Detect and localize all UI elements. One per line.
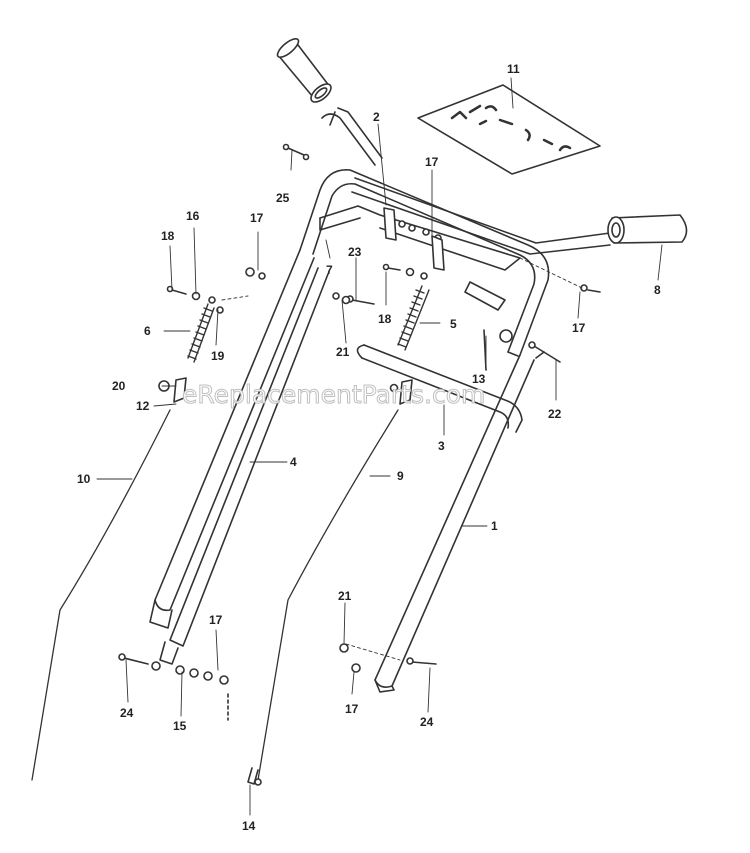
watermark-text: eReplacementParts.com bbox=[181, 380, 486, 410]
callout-20: 20 bbox=[112, 379, 126, 393]
leader-lines bbox=[96, 77, 663, 816]
callout-13: 13 bbox=[472, 372, 486, 386]
callout-17: 17 bbox=[425, 155, 439, 169]
spring-6 bbox=[187, 303, 215, 363]
lower-handle-left bbox=[149, 249, 329, 665]
right-grip bbox=[607, 214, 688, 244]
callout-1: 1 bbox=[491, 519, 498, 533]
cable-10 bbox=[31, 409, 171, 781]
hardware bbox=[118, 143, 601, 786]
callout-11: 11 bbox=[507, 62, 520, 76]
callout-21: 21 bbox=[336, 345, 350, 359]
lower-handle-right bbox=[374, 351, 535, 693]
callout-15: 15 bbox=[173, 719, 187, 733]
upper-bracket bbox=[319, 205, 521, 311]
handlebar-tube bbox=[299, 107, 611, 356]
callout-17: 17 bbox=[572, 321, 586, 335]
callout-2: 2 bbox=[373, 110, 380, 124]
callout-24: 24 bbox=[420, 715, 434, 729]
callout-5: 5 bbox=[450, 317, 457, 331]
callout-17: 17 bbox=[209, 613, 223, 627]
left-grip bbox=[276, 38, 332, 103]
cable-9 bbox=[257, 409, 399, 781]
callout-6: 6 bbox=[144, 324, 151, 338]
callout-22: 22 bbox=[548, 407, 562, 421]
callout-19: 19 bbox=[211, 349, 225, 363]
callout-18: 18 bbox=[161, 229, 175, 243]
callout-25: 25 bbox=[276, 191, 290, 205]
callout-18: 18 bbox=[378, 312, 392, 326]
callout-16: 16 bbox=[186, 209, 200, 223]
callout-17: 17 bbox=[250, 211, 264, 225]
callout-4: 4 bbox=[290, 455, 297, 469]
lower-crossbar bbox=[356, 344, 523, 433]
callout-23: 23 bbox=[348, 245, 362, 259]
spring-5 bbox=[397, 285, 430, 351]
callout-14: 14 bbox=[242, 819, 256, 833]
decal-11 bbox=[417, 84, 601, 175]
callout-9: 9 bbox=[397, 469, 404, 483]
callout-21: 21 bbox=[338, 589, 352, 603]
callout-24: 24 bbox=[120, 706, 134, 720]
callout-17: 17 bbox=[345, 702, 359, 716]
cable-bracket-12 bbox=[173, 377, 413, 405]
callout-12: 12 bbox=[136, 399, 150, 413]
callout-7: 7 bbox=[326, 263, 333, 277]
callout-8: 8 bbox=[654, 283, 661, 297]
callout-10: 10 bbox=[77, 472, 91, 486]
callout-3: 3 bbox=[438, 439, 445, 453]
